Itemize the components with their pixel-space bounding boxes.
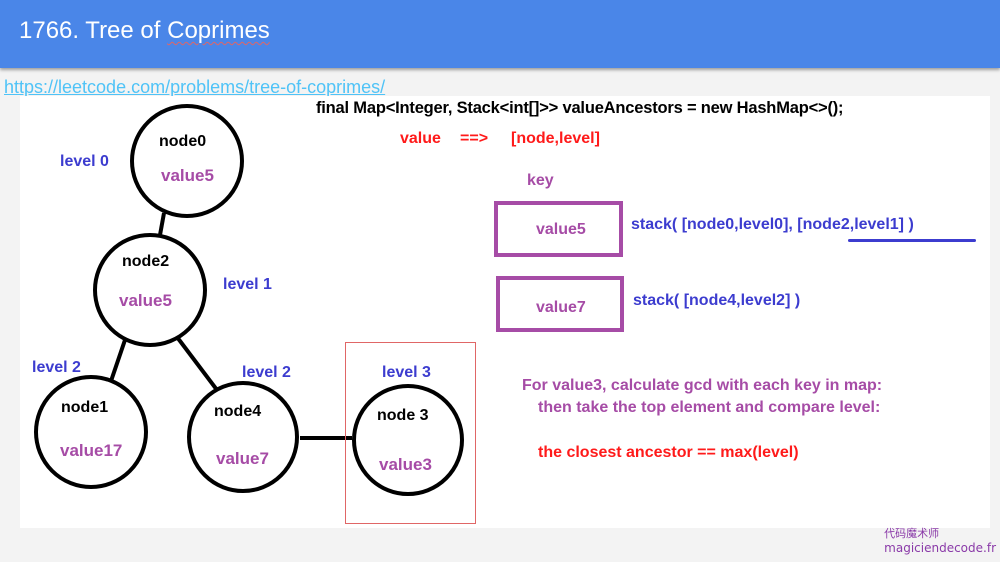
explanation-line1: For value3, calculate gcd with each key … [522, 377, 883, 394]
node1-level: level 2 [32, 359, 81, 376]
node0-label: node0 [159, 133, 207, 150]
map-entry-value5-stack: stack( [node0,level0], [node2,level1] ) [631, 216, 914, 234]
map-key-value5-label: value5 [536, 221, 586, 238]
node0-level: level 0 [60, 153, 109, 170]
stack-top-element: [node2,level1] [797, 216, 904, 233]
code-declaration: final Map<Integer, Stack<int[]>> valueAn… [316, 99, 844, 117]
stack-top-underline [848, 239, 976, 242]
title-prefix: 1766. Tree of [19, 17, 168, 44]
node1-circle [34, 375, 148, 489]
slide-title: 1766. Tree of Coprimes [19, 17, 270, 45]
node1-label: node1 [61, 399, 109, 416]
key-header: key [527, 172, 554, 189]
node3-circle [352, 384, 464, 496]
node0-circle [130, 104, 244, 218]
watermark-cn: 代码魔术师 [884, 527, 940, 540]
node4-level: level 2 [242, 364, 291, 381]
mapping-left: value [400, 130, 441, 147]
node4-circle [187, 381, 299, 493]
node2-value: value5 [119, 291, 172, 310]
slide-header: 1766. Tree of Coprimes [0, 0, 1000, 68]
node2-level: level 1 [223, 276, 272, 293]
title-word-spellcheck: Coprimes [167, 17, 270, 44]
node3-value: value3 [379, 455, 432, 474]
mapping-right: [node,level] [511, 130, 600, 147]
node4-value: value7 [216, 449, 269, 468]
node4-label: node4 [214, 403, 262, 420]
node2-circle [93, 233, 207, 347]
watermark-site: magiciendecode.fr [884, 541, 996, 555]
node0-value: value5 [161, 166, 214, 185]
node3-highlight-box [345, 342, 476, 524]
mapping-arrow: ==> [460, 130, 489, 147]
watermark: 代码魔术师 magiciendecode.fr [884, 526, 996, 556]
node3-level: level 3 [382, 364, 431, 381]
node1-value: value17 [60, 441, 123, 460]
node2-label: node2 [122, 253, 170, 270]
leetcode-link[interactable]: https://leetcode.com/problems/tree-of-co… [4, 77, 386, 97]
stack-entries: stack( [node0,level0], [631, 216, 798, 233]
footer-strip [0, 533, 1000, 562]
node3-label: node 3 [377, 407, 429, 424]
edge-node0-node2 [158, 212, 166, 236]
map-key-value7-label: value7 [536, 299, 586, 316]
edge-node2-node4 [175, 335, 219, 392]
stack-close: ) [904, 216, 914, 233]
explanation-line2: then take the top element and compare le… [538, 399, 881, 416]
map-key-value5: value5 [494, 201, 623, 257]
explanation-conclusion: the closest ancestor == max(level) [538, 444, 799, 461]
edge-node2-node1 [108, 336, 128, 385]
map-key-value7: value7 [496, 276, 624, 332]
map-entry-value7-stack: stack( [node4,level2] ) [633, 292, 801, 309]
